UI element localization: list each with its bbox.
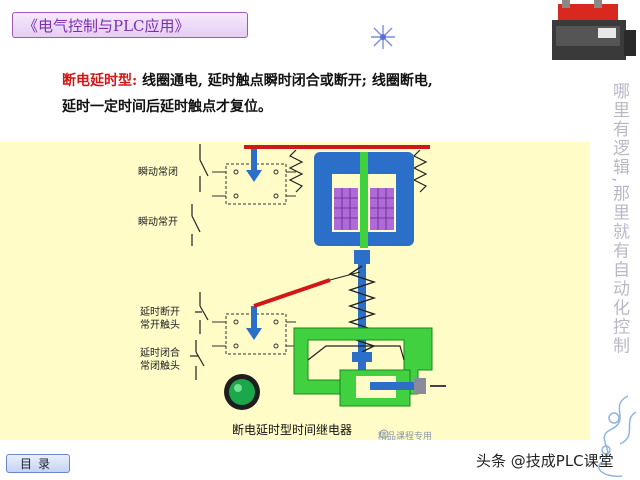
description-line2: 延时一定时间后延时触点才复位。 — [62, 99, 272, 115]
return-spring-right — [412, 149, 428, 193]
watermark-icon — [379, 429, 389, 439]
coil-left — [334, 188, 358, 230]
lever-arm — [253, 278, 331, 308]
relay-diagram — [190, 144, 446, 439]
type-title: 断电延时型: — [62, 73, 138, 89]
footer-credit: 头条 @技成PLC课堂 — [476, 452, 614, 470]
label-delay-close: 延时闭合 常闭触头 — [140, 348, 180, 372]
course-title: 《电气控制与PLC应用》 — [12, 12, 248, 38]
description-line1: 线圈通电, 延时触点瞬时闭合或断开; 线圈断电, — [137, 73, 433, 89]
label-instant-no: 瞬动常开 — [138, 217, 178, 228]
label-instant-nc: 瞬动常闭 — [138, 167, 178, 178]
label-delay-open: 延时断开 常开触头 — [140, 307, 180, 331]
description-text: 断电延时型: 线圈通电, 延时触点瞬时闭合或断开; 线圈断电, 延时一定时间后延… — [62, 68, 582, 120]
instant-no-contact — [191, 204, 201, 246]
adjust-screw — [370, 382, 414, 390]
relay-photo — [552, 0, 636, 60]
coil-right — [370, 188, 394, 230]
side-slogan: 哪里有逻辑,那里就有自动化控制 — [609, 82, 629, 356]
plunger-rod — [358, 260, 366, 380]
diagram-caption: 断电延时型时间继电器 — [232, 423, 353, 437]
return-spring-left — [288, 149, 304, 193]
menu-button[interactable]: 目录 — [6, 454, 70, 473]
star-icon — [371, 25, 395, 49]
delay-open-contact — [195, 292, 209, 334]
watermark-text: 精品课程专用 — [378, 432, 433, 442]
instant-nc-contact — [199, 144, 209, 192]
delay-close-contact — [190, 340, 205, 380]
armature — [360, 152, 368, 248]
decorative-swirl-icon — [598, 395, 637, 478]
